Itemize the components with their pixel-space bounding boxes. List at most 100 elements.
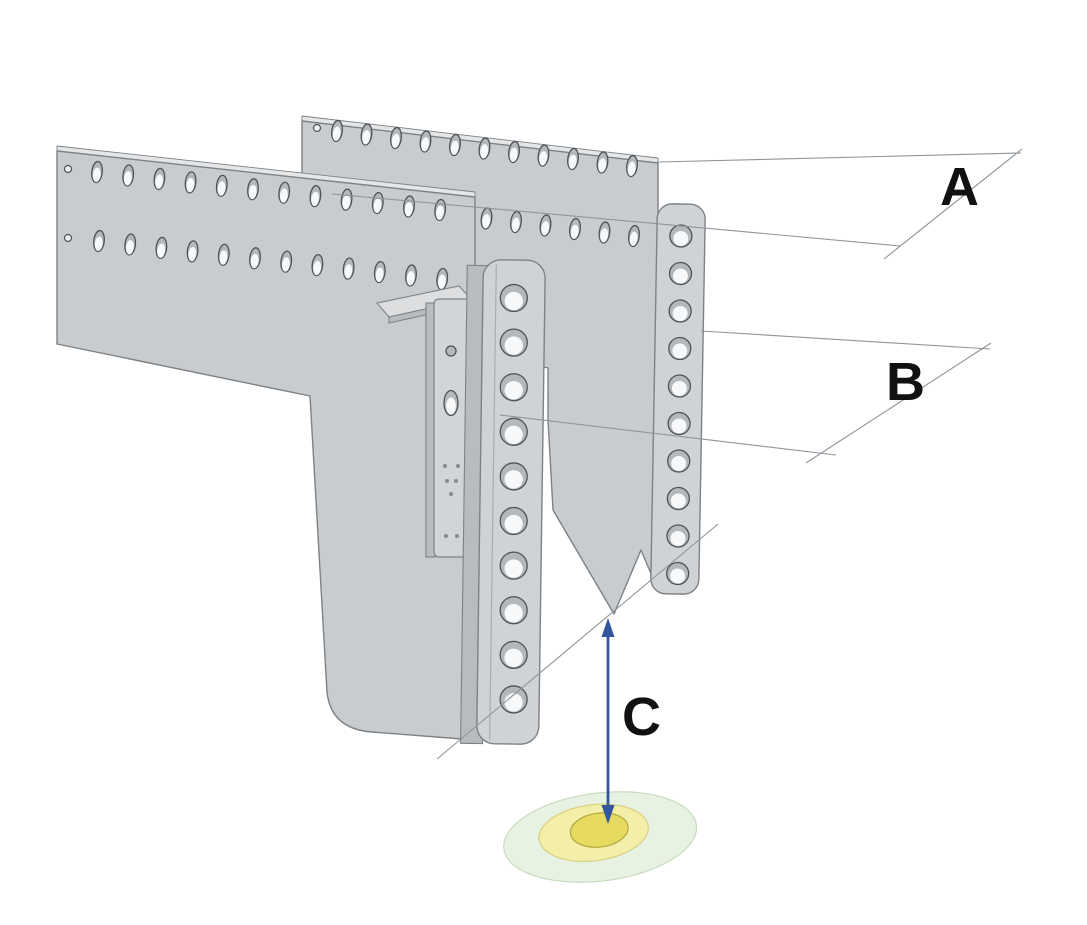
front-plate	[56, 145, 476, 741]
rail-hole	[668, 261, 693, 286]
bracket-rivet-dot	[454, 479, 458, 483]
slot-hole	[247, 178, 259, 201]
distance-arrow	[601, 618, 615, 824]
label-b: B	[886, 352, 925, 412]
target-spot	[503, 791, 698, 883]
slot-hole	[311, 254, 324, 277]
slot-hole	[184, 171, 197, 194]
rail-hole	[666, 524, 690, 548]
slot-hole	[480, 207, 493, 230]
callout-c: C	[436, 523, 719, 824]
slot-hole	[93, 229, 105, 253]
slot-hole	[567, 147, 579, 171]
rail-hole	[668, 299, 692, 323]
rail-hole	[499, 373, 528, 402]
callout-c-tick	[436, 523, 719, 760]
callout-a-leader-bottom	[331, 193, 901, 247]
rail-hole	[667, 411, 691, 436]
callout-a: A	[331, 148, 1023, 260]
slot-hole	[626, 154, 638, 178]
slot-hole	[598, 221, 611, 244]
label-c: C	[622, 687, 661, 747]
slot-hole	[596, 151, 609, 174]
slot-hole	[215, 174, 228, 197]
bracket-rivet-dot	[443, 464, 447, 468]
slot-hole	[340, 188, 353, 211]
label-a: A	[940, 157, 979, 217]
back-rail-hole-column	[666, 224, 693, 586]
callout-b-leader-bottom	[499, 414, 837, 456]
rail-hole	[499, 551, 528, 580]
rail-hole	[499, 283, 528, 313]
mounting-bracket	[375, 285, 473, 558]
slot-hole	[249, 247, 261, 270]
bracket-slot	[443, 389, 459, 417]
front-plate-face	[56, 150, 476, 741]
slot-hole	[405, 264, 417, 287]
rail-hole	[499, 328, 528, 357]
rail-hole	[669, 224, 693, 248]
front-rail-hole-column	[499, 283, 528, 714]
front-plate-pilot-hole	[63, 233, 73, 243]
callout-b-tick	[805, 342, 992, 464]
rail-hole	[499, 506, 528, 536]
back-rail-body	[650, 203, 706, 595]
rail-hole	[666, 486, 691, 511]
slot-hole	[510, 210, 522, 234]
slot-hole	[217, 243, 230, 266]
slot-hole	[628, 224, 640, 248]
slot-hole	[331, 119, 343, 143]
slot-hole	[186, 240, 199, 263]
front-rail-body	[476, 259, 546, 745]
slot-hole	[569, 217, 581, 241]
rail-hole	[499, 417, 528, 446]
front-plate-slot-row-1	[91, 160, 447, 222]
slot-hole	[122, 164, 135, 187]
rail-hole	[667, 374, 692, 398]
bracket-rivet-dot	[444, 534, 448, 538]
rail-hole	[499, 685, 528, 714]
slot-hole	[434, 198, 447, 222]
callout-a-leader-top	[657, 152, 1022, 163]
bracket-rivet-dot	[455, 534, 459, 538]
target-spot-core	[569, 812, 629, 848]
slot-hole	[373, 260, 386, 284]
distance-arrow-head-up	[601, 618, 615, 637]
slot-hole	[155, 236, 168, 260]
slot-hole	[278, 181, 291, 204]
slot-hole	[390, 126, 402, 150]
callout-b: B	[499, 330, 992, 464]
bracket-hole	[445, 345, 457, 357]
slot-hole	[436, 267, 449, 291]
bracket-rivet-dot	[456, 464, 460, 468]
slot-hole	[478, 137, 491, 160]
slot-hole	[371, 191, 384, 215]
slot-hole	[153, 167, 166, 191]
slot-hole	[280, 250, 293, 273]
slot-hole	[537, 144, 550, 167]
back-plate-pilot-hole	[312, 123, 322, 133]
slot-hole	[309, 185, 322, 208]
rail-hole	[499, 596, 528, 625]
front-plate-slot-row-2	[93, 229, 449, 291]
slot-hole	[449, 133, 461, 157]
slot-hole	[124, 233, 137, 256]
slot-hole	[419, 130, 432, 153]
rail-hole	[668, 336, 692, 361]
slot-hole	[91, 160, 103, 184]
slot-hole	[539, 214, 552, 237]
slot-hole	[508, 140, 520, 164]
front-rail	[460, 259, 546, 745]
callout-b-leader-top	[700, 330, 991, 350]
slot-hole	[342, 257, 355, 280]
rail-hole	[666, 561, 690, 586]
callout-a-tick	[883, 148, 1023, 260]
back-plate-slot-row-1	[331, 119, 638, 178]
back-rail	[650, 203, 706, 595]
rail-hole	[499, 640, 528, 669]
rail-hole	[499, 462, 528, 491]
slot-hole	[360, 123, 373, 146]
distance-arrow-head-down	[601, 805, 615, 824]
front-plate-pilot-hole	[63, 164, 73, 174]
